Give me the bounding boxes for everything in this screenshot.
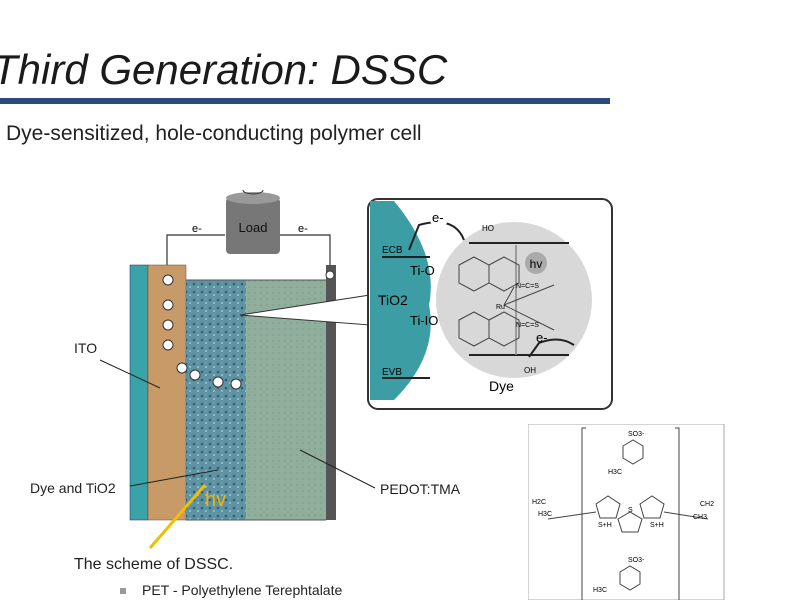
pedot-label: PEDOT:TMA bbox=[380, 481, 461, 497]
h3c-top: H3C bbox=[608, 469, 622, 476]
h3c-bottom: H3C bbox=[593, 587, 607, 594]
evb-label: EVB bbox=[382, 367, 402, 378]
light-icon bbox=[525, 252, 547, 274]
ito-glass bbox=[129, 264, 149, 521]
s-center: S bbox=[628, 507, 633, 514]
load-label: Load bbox=[239, 220, 268, 235]
ncs-top-label: N=C=S bbox=[516, 283, 539, 290]
structure-bonds bbox=[547, 439, 709, 591]
ito-label: ITO bbox=[74, 340, 98, 356]
sh-left: S+H bbox=[598, 522, 612, 529]
dye-label: Dye bbox=[489, 378, 514, 394]
slide-title: Third Generation: DSSC bbox=[0, 46, 448, 93]
ito-pointer bbox=[99, 359, 161, 389]
ti-o-top-label: Ti-O bbox=[410, 263, 435, 278]
ch2-right: CH2 bbox=[700, 501, 714, 508]
inset-electron-top: e- bbox=[432, 210, 444, 225]
ecb-label: ECB bbox=[382, 245, 403, 256]
pedot-tma-structure: SO3- H3C SO3- H3C S S+H S+H H2C H3C CH2 … bbox=[528, 424, 725, 600]
h2c-left: H2C bbox=[532, 499, 546, 506]
dye-molecule bbox=[458, 256, 555, 347]
inset-light-label: hv bbox=[530, 257, 543, 271]
tio2-dye-layer bbox=[186, 280, 246, 520]
tio2-particle bbox=[370, 201, 431, 400]
ncs-bottom-label: N=C=S bbox=[516, 322, 539, 329]
wire-left bbox=[166, 234, 225, 265]
slide-subtitle: Dye-sensitized, hole-conducting polymer … bbox=[6, 122, 422, 145]
oh-label: OH bbox=[524, 366, 536, 375]
light-arrow bbox=[148, 484, 207, 549]
sh-right: S+H bbox=[650, 522, 664, 529]
dye-inset: ECB EVB TiO2 Ti-O Ti-IO Ru N=C=S N=C=S H… bbox=[367, 198, 613, 410]
dye-tio2-label: Dye and TiO2 bbox=[30, 480, 116, 496]
dye-tio2-pointer bbox=[129, 469, 219, 487]
ti-o-bottom-label: Ti-IO bbox=[410, 313, 438, 328]
tio2-label: TiO2 bbox=[378, 292, 408, 308]
h3c-left: H3C bbox=[538, 511, 552, 518]
electron-right-label: e- bbox=[298, 223, 308, 235]
bullet-text: PET - Polyethylene Terephtalate bbox=[142, 582, 343, 598]
bullet-marker bbox=[120, 588, 126, 595]
ch3-right: CH3 bbox=[693, 514, 707, 521]
electron-return-arrow bbox=[528, 338, 575, 358]
ho-label: HO bbox=[482, 224, 494, 233]
so3-top: SO3- bbox=[628, 431, 645, 438]
bullet-item: PET - Polyethylene Terephtalate bbox=[120, 582, 342, 598]
diagram-caption: The scheme of DSSC. bbox=[74, 556, 234, 573]
title-divider bbox=[0, 98, 610, 104]
so3-bottom: SO3- bbox=[628, 557, 645, 564]
wire-right bbox=[280, 234, 331, 265]
inset-electron-bottom: e- bbox=[536, 330, 548, 345]
counter-electrode bbox=[326, 265, 336, 520]
load-icon bbox=[226, 189, 280, 254]
electron-icons bbox=[162, 270, 335, 390]
electron-left-label: e- bbox=[192, 223, 202, 235]
ru-label: Ru bbox=[496, 304, 505, 311]
dssc-cell-diagram: Load e- e- hv bbox=[99, 189, 376, 549]
light-label: hv bbox=[205, 489, 226, 511]
pedot-pointer bbox=[299, 449, 376, 489]
